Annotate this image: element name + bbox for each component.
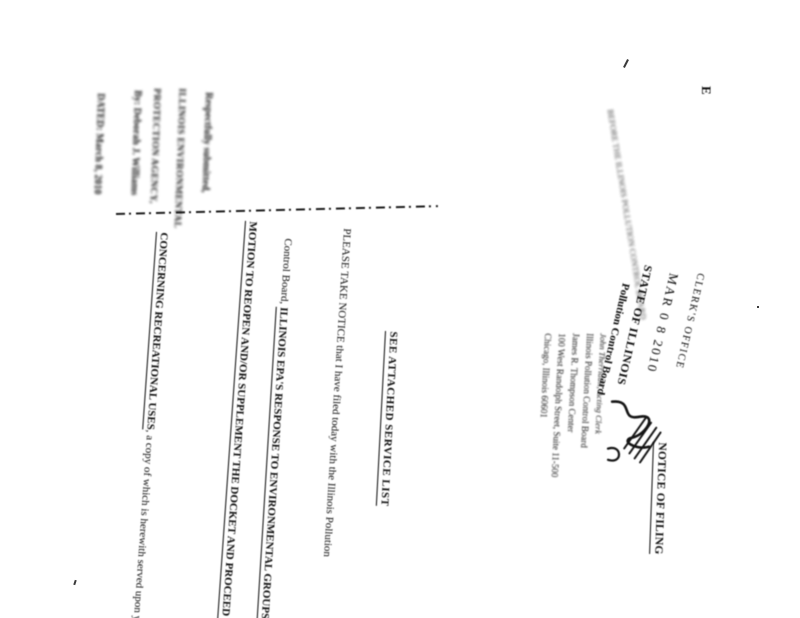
scan-speckle (757, 306, 759, 308)
signature-line: By: Deborah J. Williams (128, 90, 143, 196)
body-line-1-text: PLEASE TAKE NOTICE that I have filed tod… (320, 228, 353, 558)
concerning-emphasis: CONCERNING RECREATIONAL USES (141, 231, 170, 431)
body-line-4-plain: , a copy of which is herewith served upo… (129, 429, 157, 618)
body-line-3: MOTION TO REOPEN AND/OR SUPPLEMENT THE D… (211, 220, 259, 618)
service-list-note: SEE ATTACHED SERVICE LIST (375, 331, 399, 507)
recipient-line-building: James R. Thompson Center (565, 333, 581, 433)
signature-line: ILLINOIS ENVIRONMENTAL (171, 88, 187, 229)
body-line-4: CONCERNING RECREATIONAL USES, a copy of … (129, 231, 170, 618)
scan-speckle (73, 579, 77, 586)
body-line-1: PLEASE TAKE NOTICE that I have filed tod… (320, 228, 353, 558)
signature-line: PROTECTION AGENCY, (147, 88, 162, 204)
motion-title-emphasis: MOTION TO REOPEN AND/OR SUPPLEMENT THE D… (211, 220, 259, 618)
dated-line: DATED: March 8, 2010 (91, 93, 106, 195)
response-title-emphasis: ILLINOIS EPA'S RESPONSE TO ENVIRONMENTAL… (256, 306, 290, 618)
crease-dash-line (115, 205, 438, 215)
signature-line: Respectfully submitted, (199, 92, 214, 193)
body-line-2-plain: Control Board, (277, 238, 294, 308)
recipient-line-city: Chicago, Illinois 60601 (538, 333, 553, 419)
recipient-line-street: 100 West Randolph Street, Suite 11-500 (549, 333, 567, 478)
handwritten-scribble (606, 400, 662, 464)
recipient-line-board: Illinois Pollution Control Board (578, 333, 595, 449)
received-stamp-fragment: E (699, 86, 714, 95)
body-line-2: Control Board, ILLINOIS EPA'S RESPONSE T… (256, 238, 294, 618)
scan-speckle (623, 59, 629, 68)
